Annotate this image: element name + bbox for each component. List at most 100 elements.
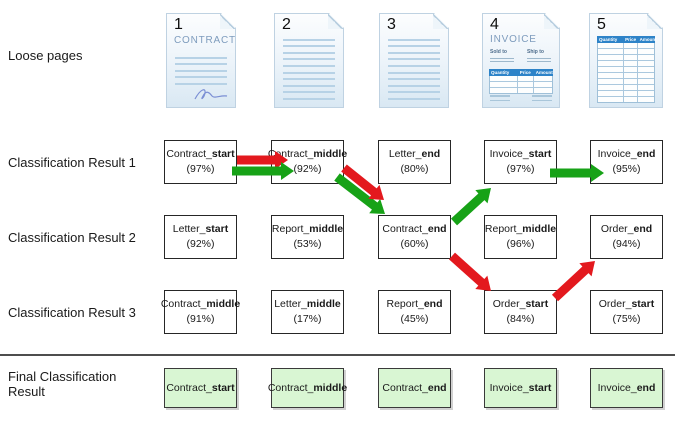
box-confidence: (92%): [186, 238, 215, 250]
box-label: Report_middle: [271, 223, 344, 236]
box-r2-letter-start: Letter_start (92%): [164, 215, 237, 259]
invoice-table-header: Quantity Price Amount: [489, 69, 553, 76]
final-label-line-1: Final Classification: [8, 369, 117, 384]
table-header-quantity: Quantity: [491, 70, 510, 75]
page-fold-icon: [328, 14, 343, 29]
box-label: Invoice_end: [597, 382, 656, 394]
classification-result-3-label: Classification Result 3: [8, 305, 136, 320]
box-r2-order-end: Order_end (94%): [590, 215, 663, 259]
invoice-table-body: [489, 76, 553, 94]
box-label: Contract_start: [166, 148, 235, 161]
footer-lines-right: [532, 92, 552, 101]
box-label: Contract_end: [382, 382, 447, 394]
table-header-amount: Amount: [535, 70, 553, 75]
page-fold-icon: [433, 14, 448, 29]
box-confidence: (97%): [506, 163, 535, 175]
text-lines: [283, 34, 335, 100]
final-box-contract-end: Contract_end: [378, 368, 451, 408]
classification-result-1-label: Classification Result 1: [8, 155, 136, 170]
box-label: Contract_middle: [267, 382, 348, 394]
document-title: INVOICE: [490, 34, 537, 45]
box-r1-letter-end: Letter_end (80%): [378, 140, 451, 184]
box-confidence: (53%): [293, 238, 322, 250]
box-r3-report-end: Report_end (45%): [378, 290, 451, 334]
box-label: Order_start: [598, 298, 655, 311]
box-confidence: (60%): [400, 238, 429, 250]
box-r3-order-start: Order_start (84%): [484, 290, 557, 334]
document-page-1-contract: 1 CONTRACT: [166, 13, 236, 108]
box-r1-contract-start: Contract_start (97%): [164, 140, 237, 184]
box-confidence: (92%): [293, 163, 322, 175]
table-header-amount: Amount: [639, 37, 657, 42]
box-label: Report_middle: [484, 223, 557, 236]
document-page-3-text: 3: [379, 13, 449, 108]
page-fold-icon: [220, 14, 235, 29]
classification-result-2-label: Classification Result 2: [8, 230, 136, 245]
box-label: Invoice_end: [597, 148, 656, 161]
box-label: Invoice_start: [489, 148, 552, 161]
box-r3-order-start-2: Order_start (75%): [590, 290, 663, 334]
final-classification-result-label: Final Classification Result: [8, 369, 116, 399]
page-fold-icon: [647, 14, 662, 29]
box-r2-report-middle-2: Report_middle (96%): [484, 215, 557, 259]
box-confidence: (84%): [506, 313, 535, 325]
page-number: 1: [174, 16, 183, 33]
document-page-5-table: 5 Quantity Price Amount: [589, 13, 663, 108]
ship-to-label: Ship to: [527, 49, 544, 55]
box-r1-invoice-start: Invoice_start (97%): [484, 140, 557, 184]
box-r3-letter-middle: Letter_middle (17%): [271, 290, 344, 334]
page-number: 5: [597, 16, 606, 33]
box-label: Order_end: [600, 223, 653, 236]
table-header-price: Price: [625, 37, 637, 42]
final-result-divider: [0, 354, 675, 356]
final-box-invoice-start: Invoice_start: [484, 368, 557, 408]
table-header-quantity: Quantity: [599, 37, 618, 42]
page-number: 4: [490, 16, 499, 33]
box-confidence: (75%): [612, 313, 641, 325]
sold-to-field: Sold to: [490, 49, 514, 62]
box-r1-contract-middle: Contract_middle (92%): [267, 140, 348, 184]
box-confidence: (94%): [612, 238, 641, 250]
ship-to-field: Ship to: [527, 49, 551, 62]
loose-pages-label: Loose pages: [8, 48, 83, 63]
box-label: Contract_end: [382, 223, 447, 236]
page-number: 3: [387, 16, 396, 33]
box-label: Letter_middle: [274, 298, 341, 311]
box-label: Invoice_start: [489, 382, 552, 394]
box-confidence: (45%): [400, 313, 429, 325]
final-box-contract-middle: Contract_middle: [267, 368, 348, 408]
page-fold-icon: [544, 14, 559, 29]
table-header-price: Price: [519, 70, 531, 75]
data-table: Quantity Price Amount: [597, 36, 655, 103]
box-confidence: (17%): [293, 313, 322, 325]
box-confidence: (91%): [186, 313, 215, 325]
box-confidence: (97%): [186, 163, 215, 175]
text-lines: [388, 34, 440, 100]
sold-to-label: Sold to: [490, 49, 507, 55]
box-label: Report_end: [386, 298, 443, 311]
box-label: Letter_start: [172, 223, 229, 236]
footer-lines-left: [490, 92, 510, 101]
box-confidence: (80%): [400, 163, 429, 175]
final-box-contract-start: Contract_start: [164, 368, 237, 408]
data-table-header: Quantity Price Amount: [597, 36, 655, 43]
box-r2-report-middle: Report_middle (53%): [271, 215, 344, 259]
box-r2-contract-end: Contract_end (60%): [378, 215, 451, 259]
box-confidence: (95%): [612, 163, 641, 175]
signature-icon: [192, 86, 230, 104]
document-page-2-text: 2: [274, 13, 344, 108]
document-page-4-invoice: 4 INVOICE Sold to Ship to Quantity Price…: [482, 13, 560, 108]
final-label-line-2: Result: [8, 384, 45, 399]
box-label: Contract_middle: [267, 148, 348, 161]
box-label: Contract_start: [166, 382, 235, 394]
invoice-table: Quantity Price Amount: [489, 69, 553, 94]
box-label: Order_start: [492, 298, 549, 311]
box-label: Contract_middle: [160, 298, 241, 311]
box-r1-invoice-end: Invoice_end (95%): [590, 140, 663, 184]
box-confidence: (96%): [506, 238, 535, 250]
text-lines: [175, 52, 227, 85]
box-label: Letter_end: [388, 148, 441, 161]
final-box-invoice-end: Invoice_end: [590, 368, 663, 408]
page-number: 2: [282, 16, 291, 33]
